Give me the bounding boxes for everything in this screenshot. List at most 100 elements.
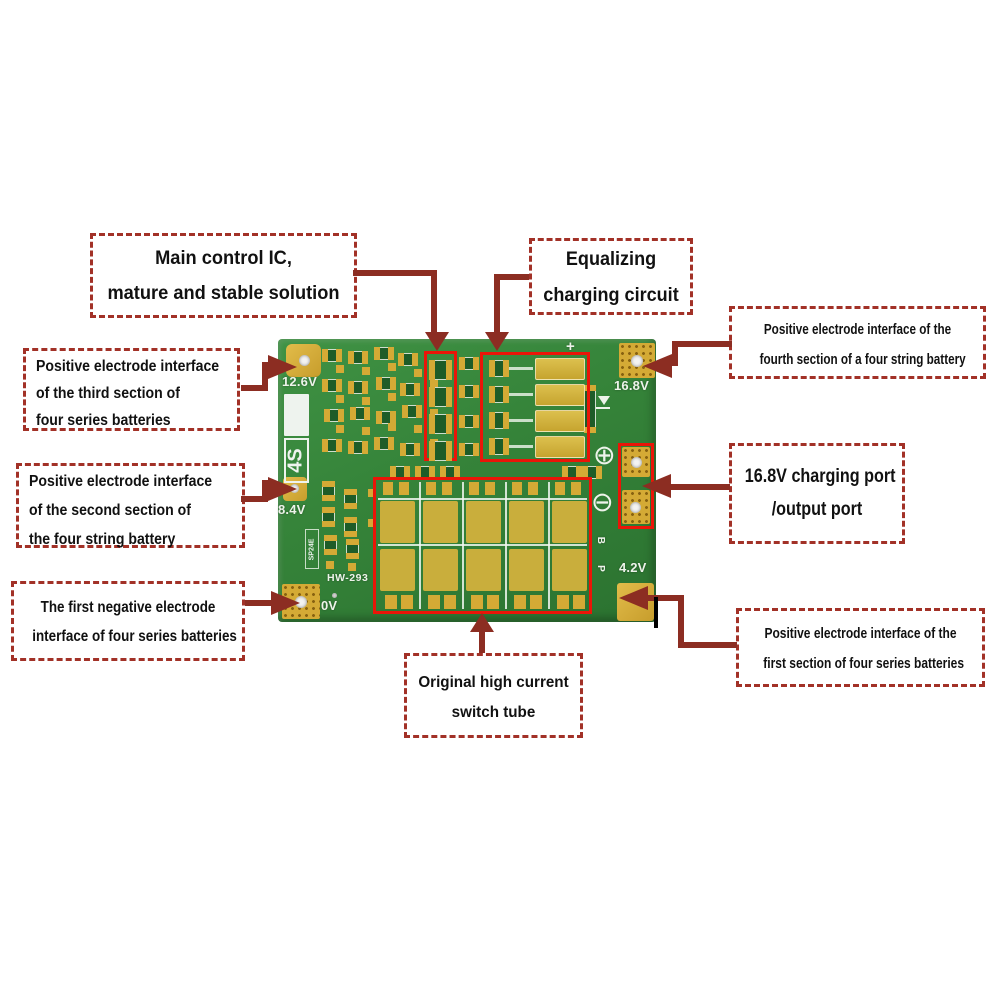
silkscreen-bar (284, 394, 309, 436)
mosfet-pin-pad (428, 595, 440, 609)
label-0v: 0V (321, 598, 338, 613)
mosfet-pad (509, 501, 544, 543)
smd-component (459, 385, 479, 398)
arrow-shaft (666, 484, 730, 490)
arrow-shaft (241, 496, 268, 502)
mosfet-pin-pad (557, 595, 569, 609)
arrow-shaft (241, 385, 268, 391)
silk-component: SP24E (305, 529, 319, 569)
label-4-2v: 4.2V (619, 560, 647, 575)
smd-component (376, 411, 396, 424)
solder-pad (414, 369, 422, 377)
smd-component (374, 437, 394, 450)
smd-component (374, 347, 394, 360)
smd-component (400, 383, 420, 396)
diode-symbol-bar (596, 407, 610, 409)
mosfet-pin-pad (385, 595, 397, 609)
mosfet-pad (380, 501, 415, 543)
callout-third-positive: Positive electrode interface of the thir… (23, 348, 240, 431)
balance-transistor (489, 360, 509, 377)
arrow-shaft (645, 595, 684, 601)
mosfet-pin-pad (383, 482, 393, 495)
smd-component (459, 357, 479, 370)
mosfet-pin-pad (514, 595, 526, 609)
pcb-board: 12.6V 16.8V 8.4V 0V 4.2V HW-293 + B P ⊕ … (278, 339, 656, 622)
solder-pad (336, 425, 344, 433)
balance-transistor (489, 412, 509, 429)
plus-mark: + (566, 338, 575, 355)
control-ic (429, 414, 452, 434)
callout-line: first section of four series batteries (763, 655, 965, 672)
solder-pad (326, 561, 334, 569)
arrowhead-left-icon (642, 474, 671, 498)
callout-line: the four string battery (29, 531, 176, 548)
smd-component (348, 441, 368, 454)
arrowhead-left-icon (643, 354, 672, 378)
smd-component (344, 517, 357, 537)
callout-line: Positive electrode interface (29, 473, 213, 490)
mosfet-pad (466, 501, 501, 543)
callout-line: of the third section of (36, 385, 180, 402)
mosfet-pin-pad (401, 595, 413, 609)
solder-pad (348, 563, 356, 571)
callout-first-negative: The first negative electrode interface o… (11, 581, 245, 661)
smd-component (322, 379, 342, 392)
solder-pad (414, 425, 422, 433)
solder-pad (430, 409, 438, 417)
mosfet-pin-pad (426, 482, 436, 495)
solder-pad (362, 397, 370, 405)
arrow-shaft (678, 598, 684, 648)
callout-line: The first negative electrode (40, 599, 216, 616)
smd-component (459, 415, 479, 428)
smd-component (322, 481, 335, 501)
mosfet-pin-pad (444, 595, 456, 609)
mosfet-pin-pad (573, 595, 585, 609)
arrow-shaft (672, 341, 678, 366)
smd-component (348, 381, 368, 394)
label-model: HW-293 (327, 572, 369, 584)
solder-pad (336, 365, 344, 373)
arrow-shaft (262, 480, 268, 502)
smd-component (348, 351, 368, 364)
control-ic (429, 387, 452, 407)
silk-grid-line (378, 544, 587, 546)
callout-line: four series batteries (36, 412, 171, 429)
solder-pad (388, 423, 396, 431)
arrow-shaft (353, 270, 437, 276)
screw-minus-symbol: ⊖ (591, 487, 614, 517)
callout-line: switch tube (451, 704, 536, 721)
silk-trace (509, 393, 533, 396)
callout-equalizing-circuit: Equalizing charging circuit (529, 238, 693, 315)
smd-component (324, 535, 337, 555)
callout-line: Original high current (418, 674, 569, 691)
arrowhead-left-icon (619, 586, 648, 610)
silk-grid-line (378, 498, 587, 500)
callout-second-positive: Positive electrode interface of the seco… (16, 463, 245, 548)
solder-pad (336, 395, 344, 403)
callout-first-positive: Positive electrode interface of the firs… (736, 608, 985, 687)
mosfet-pin-pad (471, 595, 483, 609)
mosfet-pin-pad (399, 482, 409, 495)
mosfet-pad (380, 549, 415, 591)
mosfet-pad (509, 549, 544, 591)
solder-pad (368, 489, 376, 497)
callout-line: fourth section of a four string battery (759, 351, 966, 368)
callout-line: Positive electrode interface of the (764, 625, 957, 642)
smd-component (322, 349, 342, 362)
mosfet-pin-pad (528, 482, 538, 495)
screw-plus-symbol: ⊕ (593, 440, 616, 470)
arrowhead-down-icon (425, 332, 449, 351)
black-tick-mark (654, 597, 658, 628)
silk-trace (509, 367, 533, 370)
smd-component (400, 443, 420, 456)
smd-component (562, 466, 582, 479)
callout-line: mature and stable solution (107, 283, 340, 304)
arrow-shaft (479, 631, 485, 653)
highlight-main-ic (424, 351, 457, 461)
balance-pad (535, 358, 585, 380)
mosfet-pin-pad (442, 482, 452, 495)
via-hole (332, 593, 337, 598)
callout-fourth-positive: Positive electrode interface of the four… (729, 306, 986, 379)
diode-symbol (598, 396, 610, 405)
mosfet-pad (552, 501, 587, 543)
